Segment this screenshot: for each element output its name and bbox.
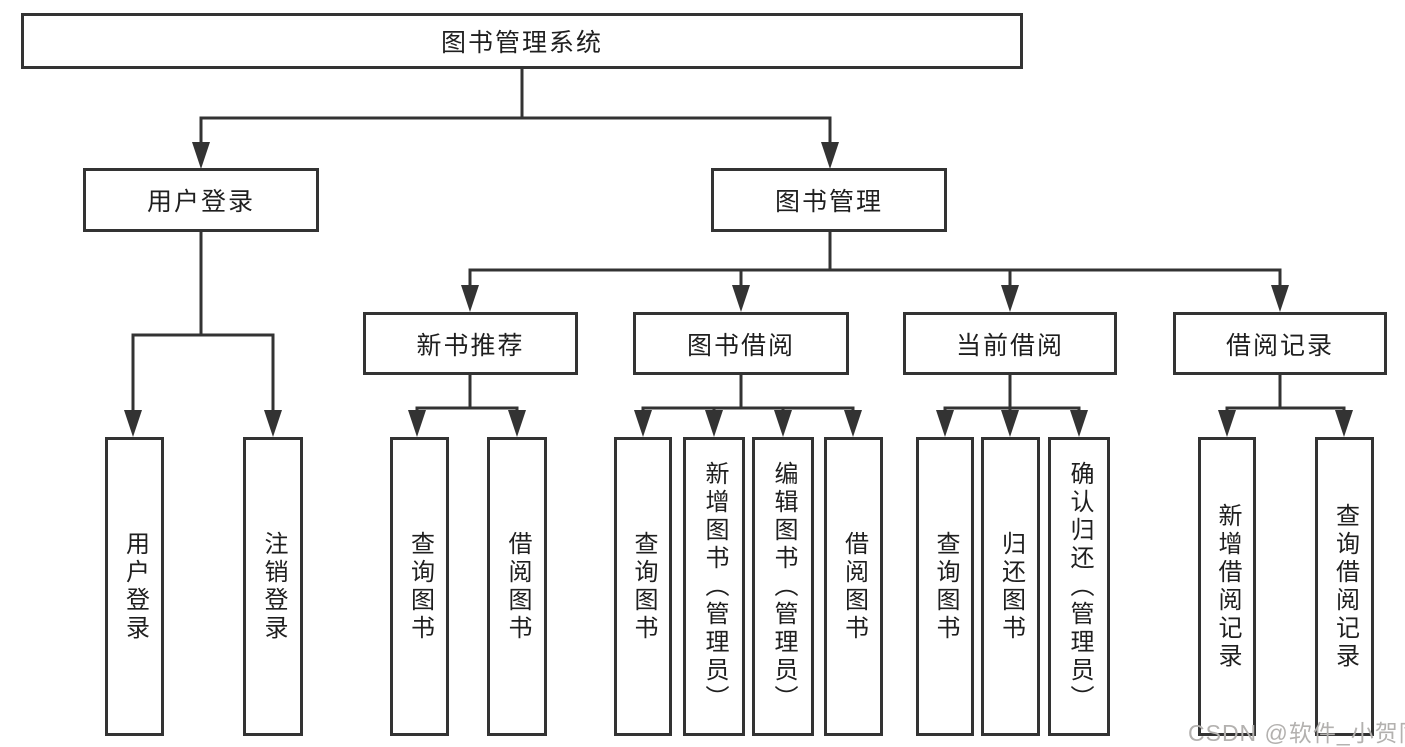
connector-borrow-records-to-leaves	[1218, 375, 1353, 437]
leaf-records-query-record: 查询借阅记录	[1315, 437, 1374, 736]
leaf-newbook-borrow-book-label: 借阅图书	[504, 530, 531, 643]
connector-root-to-level2	[192, 69, 839, 169]
node-user-login-label: 用户登录	[146, 188, 255, 216]
leaf-borrow-edit-book-admin-label: 编辑图书（管理员）	[770, 460, 797, 713]
node-borrow-records-label: 借阅记录	[1225, 331, 1334, 360]
leaf-newbook-borrow-book: 借阅图书	[487, 437, 547, 736]
node-borrow-records: 借阅记录	[1173, 312, 1387, 375]
leaf-borrow-query-book-label: 查询图书	[630, 530, 657, 643]
leaf-current-query-book: 查询图书	[916, 437, 974, 736]
node-book-management: 图书管理	[711, 168, 947, 232]
leaf-user-login-label: 用户登录	[121, 530, 149, 643]
leaf-borrow-borrow-book: 借阅图书	[824, 437, 883, 736]
leaf-newbook-query-book-label: 查询图书	[406, 530, 434, 643]
leaf-borrow-add-book-admin-label: 新增图书（管理员）	[701, 460, 728, 713]
leaf-borrow-add-book-admin: 新增图书（管理员）	[683, 437, 745, 736]
leaf-current-return-book-label: 归还图书	[997, 530, 1025, 643]
leaf-records-query-record-label: 查询借阅记录	[1331, 502, 1359, 671]
connector-book-mgmt-to-level3	[461, 232, 1289, 312]
leaf-records-add-record-label: 新增借阅记录	[1214, 502, 1241, 671]
csdn-watermark: CSDN @软件_小贺同学	[1188, 720, 1405, 746]
leaf-records-add-record: 新增借阅记录	[1198, 437, 1256, 736]
leaf-logout-label: 注销登录	[260, 530, 287, 643]
leaf-borrow-edit-book-admin: 编辑图书（管理员）	[752, 437, 814, 736]
connector-book-borrow-to-leaves	[634, 375, 862, 437]
node-book-borrow: 图书借阅	[633, 312, 849, 375]
leaf-current-confirm-return-admin: 确认归还（管理员）	[1048, 437, 1110, 736]
node-root-system: 图书管理系统	[21, 13, 1023, 69]
leaf-user-login: 用户登录	[105, 437, 164, 736]
node-book-borrow-label: 图书借阅	[686, 331, 795, 360]
node-current-borrow: 当前借阅	[903, 312, 1117, 375]
leaf-borrow-borrow-book-label: 借阅图书	[840, 530, 868, 643]
node-book-management-label: 图书管理	[774, 188, 883, 216]
node-root-system-label: 图书管理系统	[440, 29, 603, 57]
leaf-borrow-query-book: 查询图书	[614, 437, 672, 736]
leaf-newbook-query-book: 查询图书	[390, 437, 449, 736]
connector-user-login-to-leaves	[124, 232, 282, 437]
leaf-current-confirm-return-admin-label: 确认归还（管理员）	[1066, 460, 1093, 713]
leaf-logout: 注销登录	[243, 437, 303, 736]
connector-current-borrow-to-leaves	[936, 375, 1088, 437]
node-new-book-recommend-label: 新书推荐	[416, 331, 525, 360]
node-current-borrow-label: 当前借阅	[955, 331, 1064, 360]
leaf-current-query-book-label: 查询图书	[932, 530, 959, 643]
node-user-login: 用户登录	[83, 168, 319, 232]
connector-new-book-to-leaves	[408, 375, 526, 437]
leaf-current-return-book: 归还图书	[981, 437, 1040, 736]
node-new-book-recommend: 新书推荐	[363, 312, 578, 375]
